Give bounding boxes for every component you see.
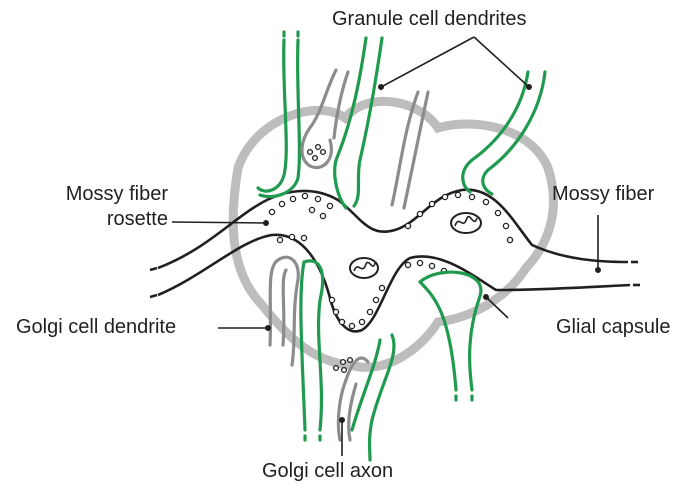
dendrite-break-marks xyxy=(284,32,472,440)
fiber-break-left-2 xyxy=(150,295,157,297)
label-golgi-cell-dendrite: Golgi cell dendrite xyxy=(16,316,176,339)
synaptic-vesicles xyxy=(269,145,512,373)
label-mossy-fiber-rosette-line1: Mossy fiber xyxy=(16,183,168,206)
mitochondrion-left xyxy=(350,258,378,278)
label-glial-capsule: Glial capsule xyxy=(556,316,671,339)
mitochondrion-right xyxy=(451,213,481,233)
label-golgi-cell-axon: Golgi cell axon xyxy=(262,460,393,483)
label-mossy-fiber-rosette-line2: rosette xyxy=(16,208,168,231)
label-granule-cell-dendrites: Granule cell dendrites xyxy=(332,8,527,31)
fiber-break-left-1 xyxy=(150,268,157,270)
label-mossy-fiber: Mossy fiber xyxy=(552,183,654,206)
